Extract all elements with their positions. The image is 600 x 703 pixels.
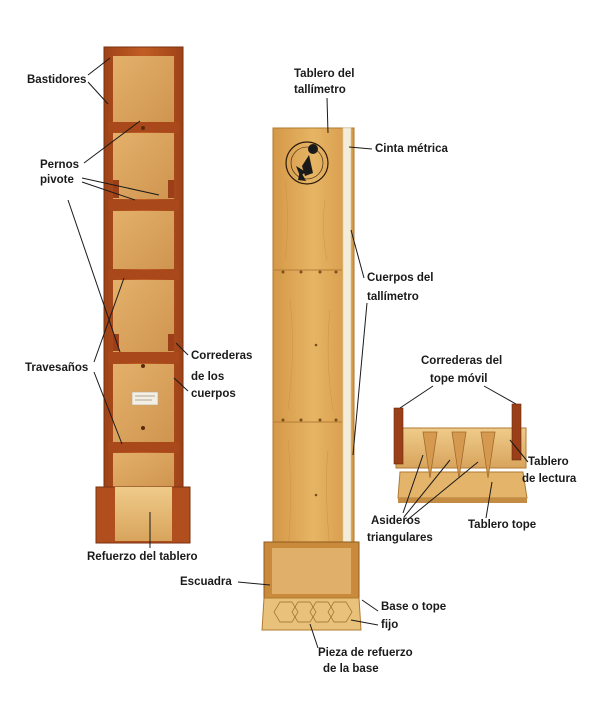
measuring-board [261, 127, 362, 631]
label-cinta-metrica: Cinta métrica [375, 143, 448, 155]
label-escuadra: Escuadra [180, 576, 232, 588]
label-tablero-lectura: Tablero [528, 456, 569, 468]
label-de-la-base: de la base [323, 663, 379, 675]
moving-stop [393, 403, 528, 503]
label-cuerpos-tallimetro: Cuerpos del [367, 272, 434, 284]
back-frame [95, 46, 191, 544]
label-tallimetro: tallímetro [294, 84, 346, 96]
label-de-lectura: de lectura [522, 473, 577, 485]
label-triangulares: triangulares [367, 532, 433, 544]
seal-logo-icon [285, 141, 329, 185]
label-fijo: fijo [381, 619, 399, 631]
label-tope-movil: tope móvil [430, 373, 488, 385]
label-base-tope: Base o tope [381, 601, 447, 613]
label-correderas-cuerpos: Correderas [191, 350, 253, 362]
label-correderas-tope: Correderas del [421, 355, 503, 367]
label-pivote: pivote [40, 174, 74, 186]
label-refuerzo-tablero: Refuerzo del tablero [87, 551, 198, 563]
label-cuerpos: cuerpos [191, 388, 236, 400]
label-pernos: Pernos [40, 159, 79, 171]
label-asideros: Asideros [371, 515, 421, 527]
label-tallimetro-2: tallímetro [367, 291, 419, 303]
label-travesanos: Travesaños [25, 362, 89, 374]
label-pieza-refuerzo: Pieza de refuerzo [318, 647, 413, 659]
label-bastidores: Bastidores [27, 74, 87, 86]
label-tablero-tope: Tablero tope [468, 519, 537, 531]
label-de-los: de los [191, 371, 225, 383]
label-tablero-tallimetro: Tablero del [294, 68, 355, 80]
leader-lines [67, 57, 529, 649]
